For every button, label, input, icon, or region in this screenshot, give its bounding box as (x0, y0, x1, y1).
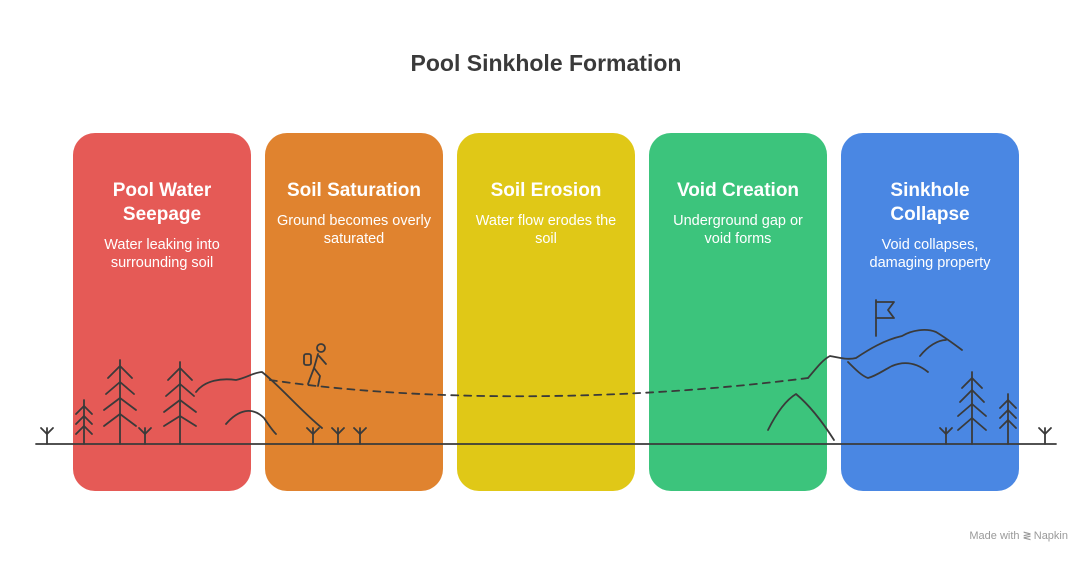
mountain-icon (195, 371, 323, 435)
napkin-logo-icon: ≷ (1022, 530, 1032, 542)
step-description: Underground gap or void forms (673, 213, 803, 247)
grass-icon (138, 427, 152, 445)
step-title: Sinkhole Collapse (890, 180, 970, 225)
grass-icon (40, 427, 54, 445)
page-title: Pool Sinkhole Formation (410, 50, 682, 76)
step-card-seepage: Pool Water Seepage Water leaking into su… (73, 133, 251, 491)
step-description: Water leaking into surrounding soil (104, 237, 220, 271)
trail-path (269, 377, 809, 398)
grass-icon (331, 427, 345, 445)
hiker-icon (303, 343, 327, 387)
step-card-saturation: Soil Saturation Ground becomes overly sa… (265, 133, 443, 491)
grass-icon (306, 427, 320, 445)
mountain-icon (767, 329, 963, 441)
tree-icon (75, 399, 93, 445)
step-title: Soil Erosion (490, 180, 602, 201)
credit-prefix: Made with (969, 530, 1020, 542)
tree-icon (103, 359, 137, 445)
step-description: Ground becomes overly saturated (277, 213, 431, 247)
step-title: Soil Saturation (286, 180, 422, 201)
grass-icon (353, 427, 367, 445)
step-title: Void Creation (676, 180, 800, 201)
credit-brand: Napkin (1033, 530, 1068, 542)
tree-icon (163, 361, 197, 445)
flag-icon (875, 299, 895, 337)
step-title: Pool Water Seepage (112, 180, 212, 225)
step-card-erosion: Soil Erosion Water flow erodes the soil (457, 133, 635, 491)
step-card-collapse: Sinkhole Collapse Void collapses, damagi… (841, 133, 1019, 491)
step-description: Void collapses, damaging property (869, 237, 991, 271)
tree-icon (957, 371, 987, 445)
grass-icon (939, 427, 953, 445)
made-with-credit[interactable]: Made with≷Napkin (969, 529, 1068, 542)
step-description: Water flow erodes the soil (475, 213, 617, 247)
tree-icon (999, 393, 1017, 445)
grass-icon (1038, 427, 1052, 445)
step-card-void: Void Creation Underground gap or void fo… (649, 133, 827, 491)
